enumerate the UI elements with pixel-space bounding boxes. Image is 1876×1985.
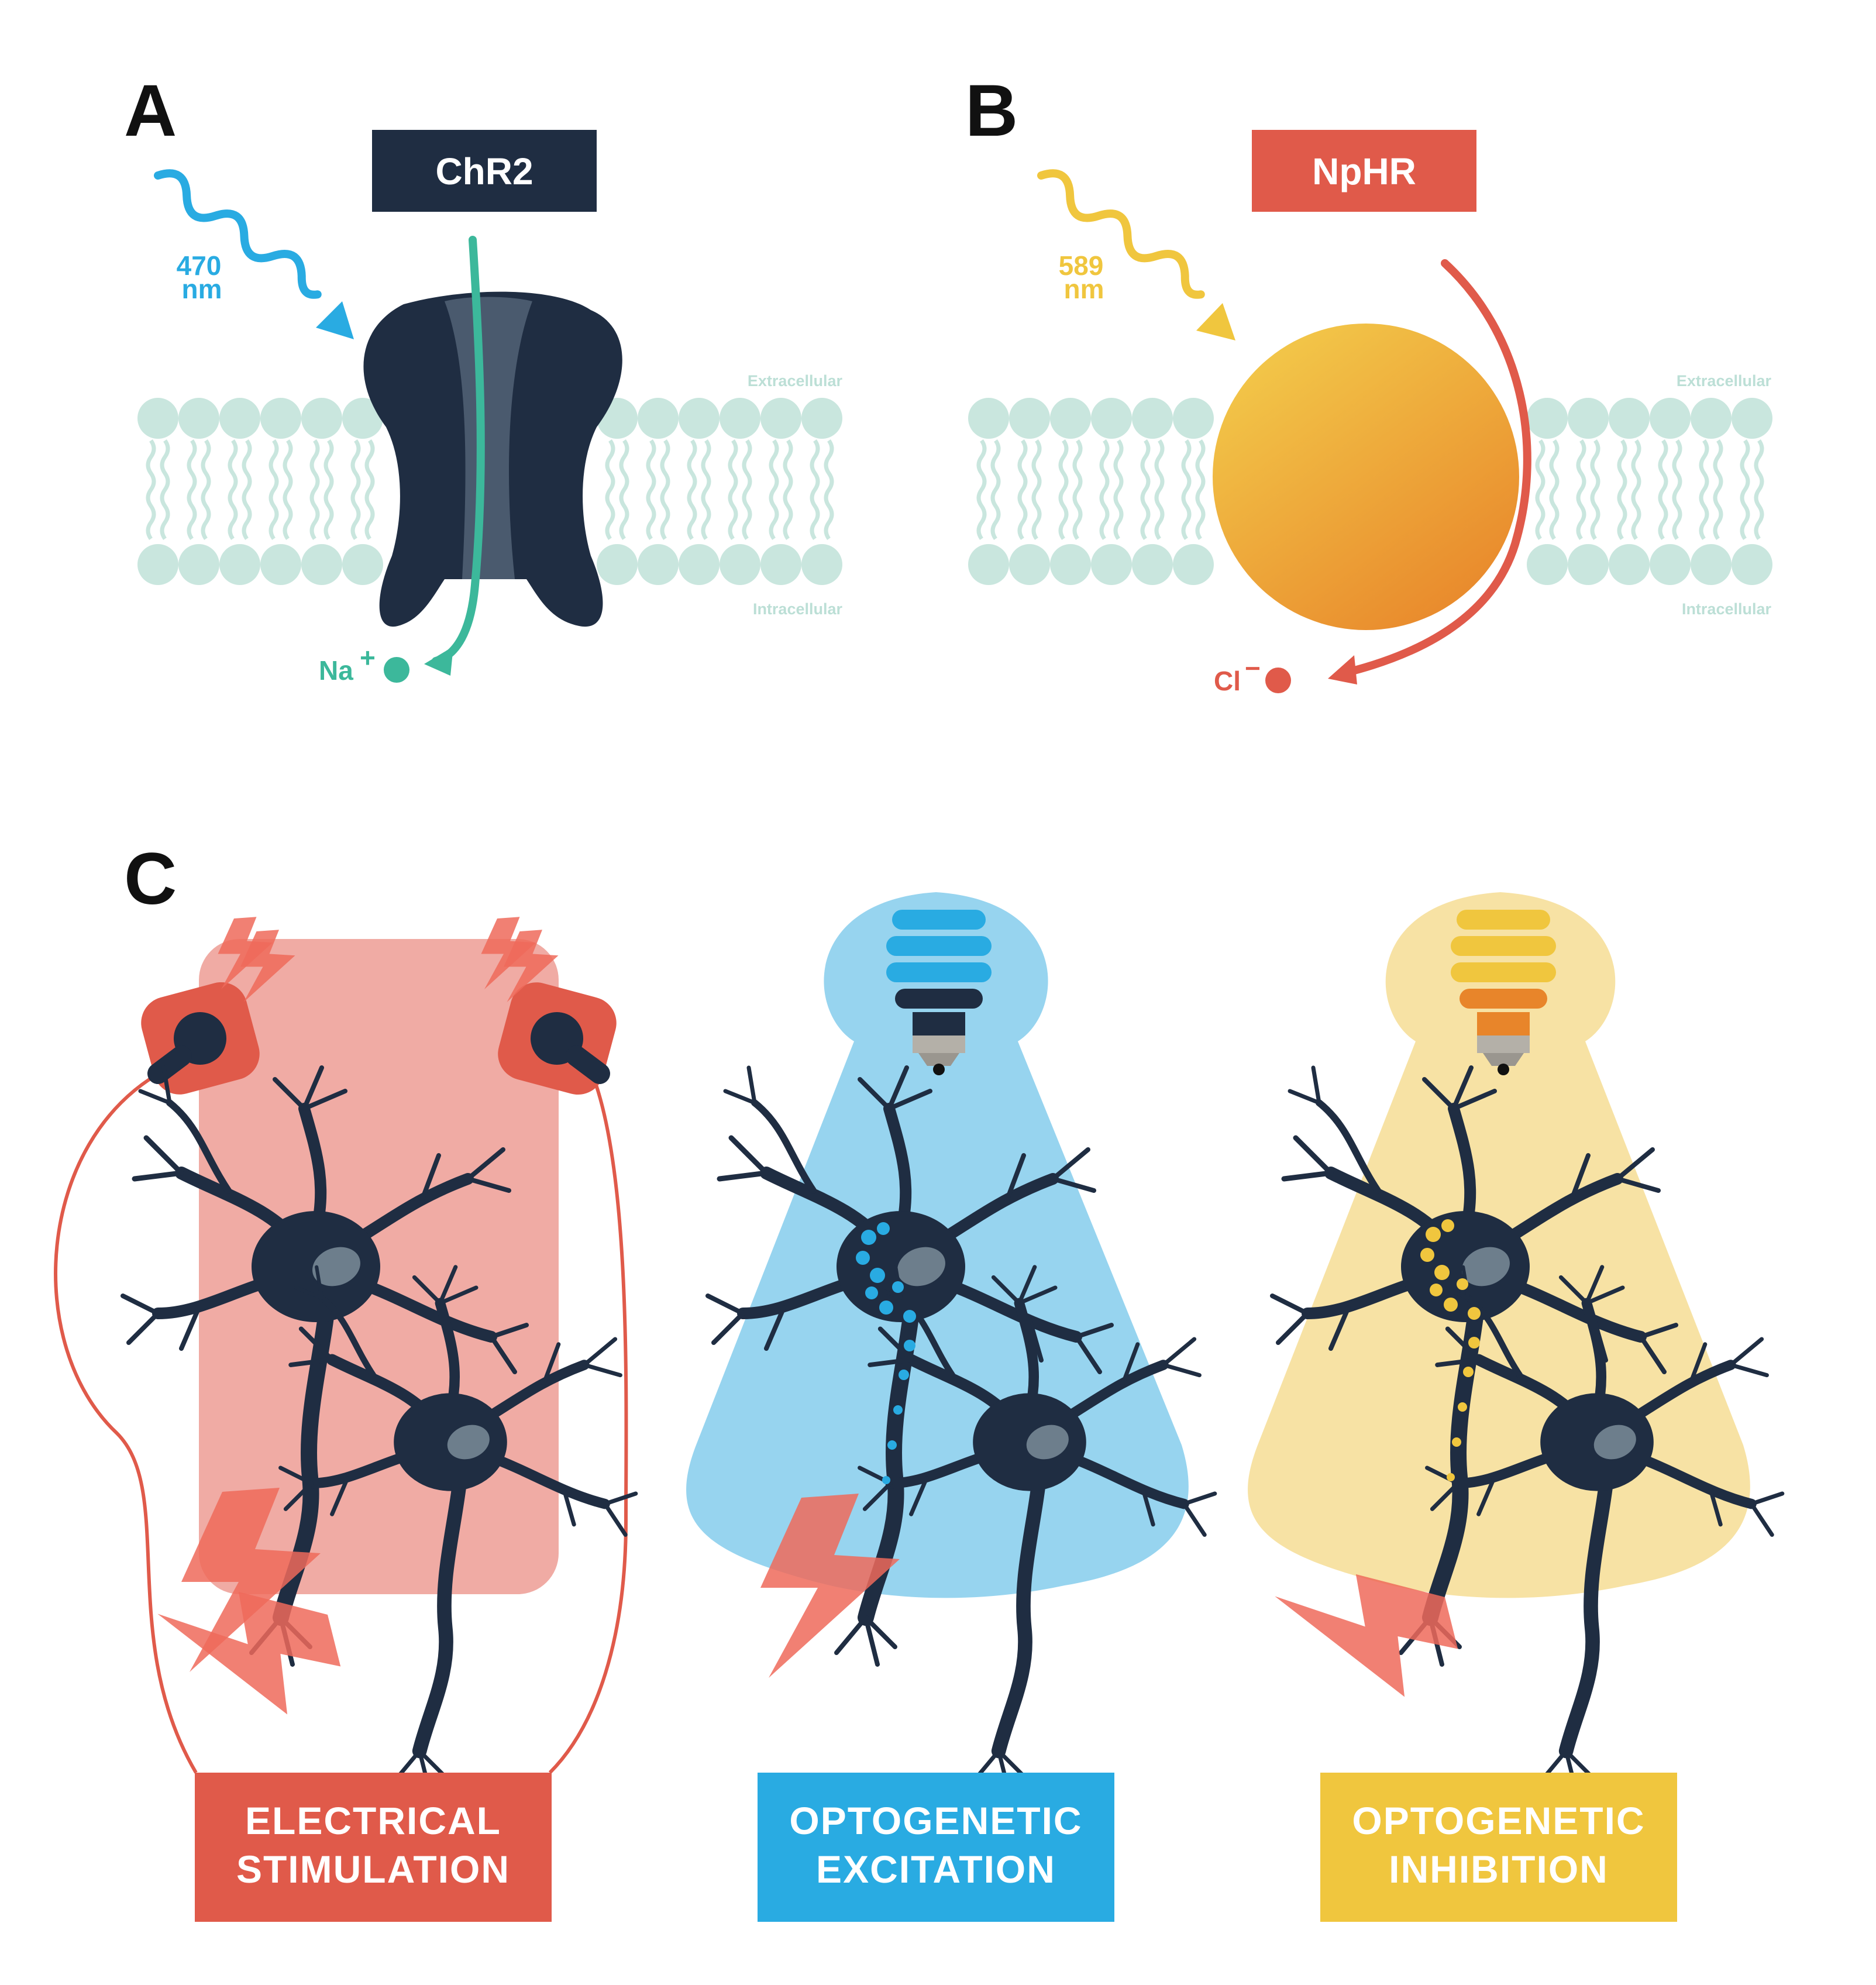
extracellular-b-label: Extracellular bbox=[1677, 372, 1772, 390]
blue-light-arrowhead bbox=[316, 301, 354, 339]
yellow-cfl-bulb-icon bbox=[1451, 910, 1556, 1075]
membrane-b-right bbox=[1527, 398, 1772, 585]
optogenetic-excitation-label-line2: EXCITATION bbox=[816, 1848, 1056, 1891]
optogenetic-inhibition-label-box bbox=[1320, 1773, 1677, 1922]
wavelength-b-unit: nm bbox=[1064, 274, 1104, 304]
yellow-light-arrowhead bbox=[1196, 303, 1235, 340]
extracellular-a-label: Extracellular bbox=[748, 372, 843, 390]
panel-a-letter: A bbox=[124, 70, 177, 152]
na-ion-path bbox=[432, 236, 485, 665]
cl-ion-symbol: Cl bbox=[1214, 666, 1241, 696]
na-ion-arrowhead bbox=[424, 646, 453, 676]
intracellular-b-label: Intracellular bbox=[1682, 600, 1772, 618]
panel-b-letter: B bbox=[965, 70, 1018, 152]
optogenetic-inhibition-label-line2: INHIBITION bbox=[1389, 1848, 1609, 1891]
optogenetic-inhibition-label-line1: OPTOGENETIC bbox=[1352, 1799, 1645, 1842]
nphr-tag-label: NpHR bbox=[1312, 150, 1416, 192]
right-electrode-wire bbox=[548, 1069, 628, 1774]
right-electrode bbox=[498, 982, 617, 1095]
wavelength-a-value: 470 bbox=[177, 250, 222, 281]
cl-ion-path bbox=[1341, 259, 1531, 677]
blue-light-wave bbox=[154, 169, 322, 299]
na-ion-charge: + bbox=[360, 642, 376, 673]
nphr-tag bbox=[1252, 130, 1476, 212]
chr2-expression-dots bbox=[856, 1222, 916, 1484]
electrical-stimulation-label-line1: ELECTRICAL bbox=[245, 1799, 501, 1842]
action-potential-bolt-2 bbox=[156, 1576, 347, 1734]
wavelength-a-unit: nm bbox=[182, 274, 222, 304]
na-ion-symbol: Na bbox=[319, 655, 353, 686]
left-electrode bbox=[141, 982, 260, 1095]
membrane-a-left bbox=[137, 398, 383, 585]
optogenetic-inhibition-column: OPTOGENETIC INHIBITION bbox=[1248, 892, 1782, 1922]
left-electrode-wire bbox=[54, 1069, 198, 1774]
membrane-a-right bbox=[597, 398, 842, 585]
chr2-channel-pore bbox=[445, 297, 532, 579]
cl-ion bbox=[1265, 668, 1291, 693]
wavelength-b-value: 589 bbox=[1059, 250, 1104, 281]
optogenetic-excitation-label-box bbox=[758, 1773, 1114, 1922]
yellow-light-wave bbox=[1037, 169, 1205, 299]
panel-c: C bbox=[54, 838, 1782, 1922]
electrical-stimulation-column: ELECTRICAL STIMULATION bbox=[54, 917, 636, 1922]
electrical-stimulation-label-line2: STIMULATION bbox=[236, 1848, 510, 1891]
chr2-tag bbox=[372, 130, 597, 212]
panel-a: A ChR2 470 nm Extracellular Intracellula… bbox=[124, 70, 842, 686]
nphr-expression-dots bbox=[1420, 1219, 1481, 1481]
chr2-tag-label: ChR2 bbox=[435, 150, 533, 192]
electrical-stimulation-label-box bbox=[195, 1773, 552, 1922]
cl-ion-arrowhead bbox=[1328, 655, 1357, 684]
membrane-b-left bbox=[968, 398, 1214, 585]
panel-c-letter: C bbox=[124, 838, 177, 920]
optogenetic-excitation-label-line1: OPTOGENETIC bbox=[789, 1799, 1082, 1842]
nphr-pump bbox=[1213, 324, 1519, 630]
na-ion bbox=[384, 657, 409, 683]
panel-b: B NpHR 589 nm Extracellular Intracellula… bbox=[965, 70, 1772, 696]
cl-ion-charge: − bbox=[1245, 653, 1261, 683]
optogenetic-excitation-column: OPTOGENETIC EXCITATION bbox=[686, 892, 1215, 1922]
blue-cfl-bulb-icon bbox=[886, 910, 992, 1075]
intracellular-a-label: Intracellular bbox=[753, 600, 843, 618]
